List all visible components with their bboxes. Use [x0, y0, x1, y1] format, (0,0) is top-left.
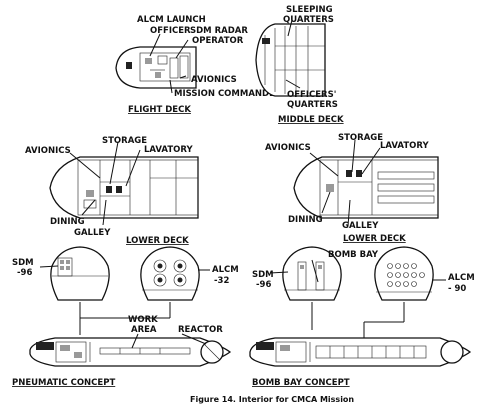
- bomb-bay-sdm-label: SDM: [252, 270, 274, 280]
- lower-deck-left-title: LOWER DECK: [126, 236, 189, 246]
- bomb-bay-label: BOMB BAY: [328, 250, 379, 260]
- left-dining-label: DINING: [50, 217, 85, 227]
- right-storage-label: STORAGE: [338, 133, 383, 143]
- pneumatic-sdm-section: [39, 246, 110, 335]
- flight-deck-drawing: [115, 33, 197, 94]
- pneumatic-sdm-num: -96: [17, 268, 32, 278]
- bomb-bay-title: BOMB BAY CONCEPT: [252, 378, 350, 388]
- right-dining-label: DINING: [288, 215, 323, 225]
- left-storage-label: STORAGE: [102, 136, 147, 146]
- work-label-2: AREA: [131, 325, 157, 335]
- lower-deck-right-title: LOWER DECK: [343, 234, 406, 244]
- bomb-bay-alcm-section: [363, 246, 446, 340]
- reactor-label: REACTOR: [178, 325, 223, 335]
- work-label-1: WORK: [128, 315, 158, 325]
- lower-deck-left-drawing: [49, 141, 199, 226]
- left-lavatory-label: LAVATORY: [144, 145, 193, 155]
- bomb-bay-alcm-label: ALCM: [448, 273, 475, 283]
- figure-caption: Figure 14. Interior for CMCA Mission: [190, 395, 354, 404]
- right-galley-label: GALLEY: [342, 221, 379, 231]
- pneumatic-alcm-num: -32: [214, 276, 229, 286]
- bomb-bay-alcm-num: - 90: [448, 284, 466, 294]
- officers-label-1: OFFICERS': [287, 90, 336, 100]
- middle-deck-title: MIDDLE DECK: [278, 115, 344, 125]
- pneumatic-alcm-section: [80, 246, 210, 319]
- bomb-bay-fuselage: [249, 337, 472, 367]
- alcm-launch-label-1: ALCM LAUNCH: [137, 15, 206, 25]
- right-avionics-label: AVIONICS: [265, 143, 311, 153]
- pneumatic-fuselage: [29, 333, 232, 367]
- bomb-bay-sdm-section: [269, 246, 342, 330]
- sleeping-label-1: SLEEPING: [286, 5, 333, 15]
- bomb-bay-sdm-num: -96: [256, 280, 271, 290]
- right-lavatory-label: LAVATORY: [380, 141, 429, 151]
- pneumatic-sdm-label: SDM: [12, 258, 34, 268]
- lower-deck-right-drawing: [293, 139, 439, 227]
- flight-avionics-label: AVIONICS: [191, 75, 237, 85]
- sdm-radar-label-2: OPERATOR: [192, 36, 244, 46]
- alcm-launch-label-2: OFFICER: [150, 26, 191, 36]
- middle-deck-drawing: [255, 19, 326, 97]
- pneumatic-title: PNEUMATIC CONCEPT: [12, 378, 115, 388]
- pneumatic-alcm-label: ALCM: [212, 265, 239, 275]
- officers-label-2: QUARTERS: [287, 100, 338, 110]
- sleeping-label-2: QUARTERS: [283, 15, 334, 25]
- mission-commander-label: MISSION COMMANDER: [174, 89, 282, 99]
- sdm-radar-label-1: SDM RADAR: [190, 26, 248, 36]
- flight-deck-title: FLIGHT DECK: [128, 105, 191, 115]
- left-avionics-label: AVIONICS: [25, 146, 71, 156]
- left-galley-label: GALLEY: [74, 228, 111, 238]
